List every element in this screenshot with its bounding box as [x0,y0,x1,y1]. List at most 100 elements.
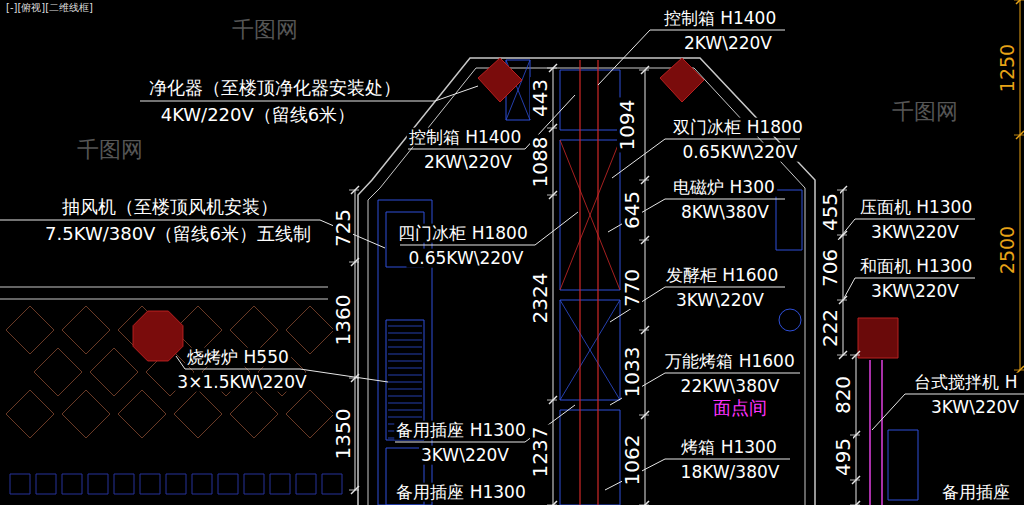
tile-square [62,474,82,494]
callout-text: 3KW\220V [674,291,766,310]
tile-square [36,474,56,494]
leader-line [176,356,185,369]
fixture-symbol [478,58,522,102]
tile-square [114,474,134,494]
equipment-outline [560,70,620,130]
extension-line [639,415,649,416]
callout-text: 万能烤箱 H1600 [663,352,796,371]
leader-line [838,219,855,240]
floor-tile [286,390,334,438]
dimension-number: 1250 [998,42,1017,94]
extension-line [1014,370,1024,371]
callout-text: 控制箱 H1400 [662,9,778,28]
leader-line [665,373,800,374]
extension-line [1014,135,1024,136]
dimension-number: 2500 [998,224,1017,276]
leader-line [665,287,785,288]
watermark: 千图网 [230,18,300,42]
extension-line [837,300,847,301]
callout-text: 备用插座 [940,483,1012,502]
dimension-line [1020,0,1021,370]
callout-text: 4KW/220V（留线6米） [159,105,358,125]
watermark: 千图网 [890,100,960,124]
extension-line [850,355,860,356]
leader-line [0,220,385,248]
extension-line [639,240,649,241]
floor-tile [62,390,110,438]
callout-text: 电磁炉 H300 [671,178,777,197]
cable-riser [869,360,871,505]
dimension-number: 645 [622,189,642,231]
tile-square [140,474,160,494]
hatch-line [388,410,422,411]
floor-tile [34,348,82,396]
leader-line [598,30,650,85]
leader-line [855,278,975,279]
equipment-outline [560,410,620,505]
dimension-line [856,355,857,505]
cross-line [560,140,620,290]
hatch-line [388,417,422,418]
extension-line [547,195,557,196]
dimension-tick [1016,0,1024,4]
fixture-symbol [858,318,898,358]
fixture-symbol [660,58,704,102]
extension-line [850,480,860,481]
dimension-number: 820 [833,374,853,416]
dimension-number: 1062 [622,433,642,488]
dimension-line [553,68,554,505]
callout-text: 台式搅拌机 H [912,373,1019,392]
extension-line [349,490,359,491]
cross-line [560,300,620,400]
extension-line [547,128,557,129]
callout-text: 3KW\220V [869,282,961,301]
watermark: 千图网 [75,138,145,162]
dimension-number: 1350 [333,407,353,462]
extension-line [639,70,649,71]
dimension-line [843,190,844,355]
extension-line [349,262,359,263]
hatch-line [388,375,422,376]
callout-text: 抽风机（至楼顶风机安装） [60,197,280,217]
callout-text: 双门冰柜 H1800 [671,118,804,137]
callout-text: 7.5KW/380V（留线6米）五线制 [43,224,313,244]
wall-outline [358,58,815,505]
extension-line [1014,0,1024,1]
floor-tile [174,390,222,438]
hatch-line [388,326,422,327]
floor-tile [6,390,54,438]
leader-line [844,278,855,298]
tile-square [296,474,316,494]
hatch-line [388,382,422,383]
dimension-number: 725 [333,207,353,249]
dimension-number: 1360 [333,293,353,348]
leader-line [665,459,790,460]
hatch-line [388,389,422,390]
extension-line [547,400,557,401]
equipment-outline [560,300,620,400]
hatch-line [388,361,422,362]
view-label: [-][俯视][二维线框] [4,2,95,13]
dimension-number: 1033 [622,345,642,400]
cable-riser [579,60,580,505]
floor-tile [230,390,278,438]
floor-tile [90,348,138,396]
dimension-number: 222 [820,307,840,349]
equipment-symbol [779,309,801,331]
tile-square [192,474,212,494]
callout-text: 2KW\220V [682,34,774,53]
callout-text: 备用插座 H1300 [394,421,527,440]
room-name: 面点间 [711,398,769,418]
hatch-line [388,340,422,341]
tile-square [322,474,342,494]
callout-text: 烧烤炉 H550 [185,348,291,367]
callout-text: 控制箱 H1400 [407,128,523,147]
dimension-number: 1088 [530,135,550,190]
equipment-outline [888,430,918,500]
floor-tile [118,390,166,438]
floor-tile [6,306,54,354]
equipment-outline [560,140,620,290]
tile-square [270,474,290,494]
